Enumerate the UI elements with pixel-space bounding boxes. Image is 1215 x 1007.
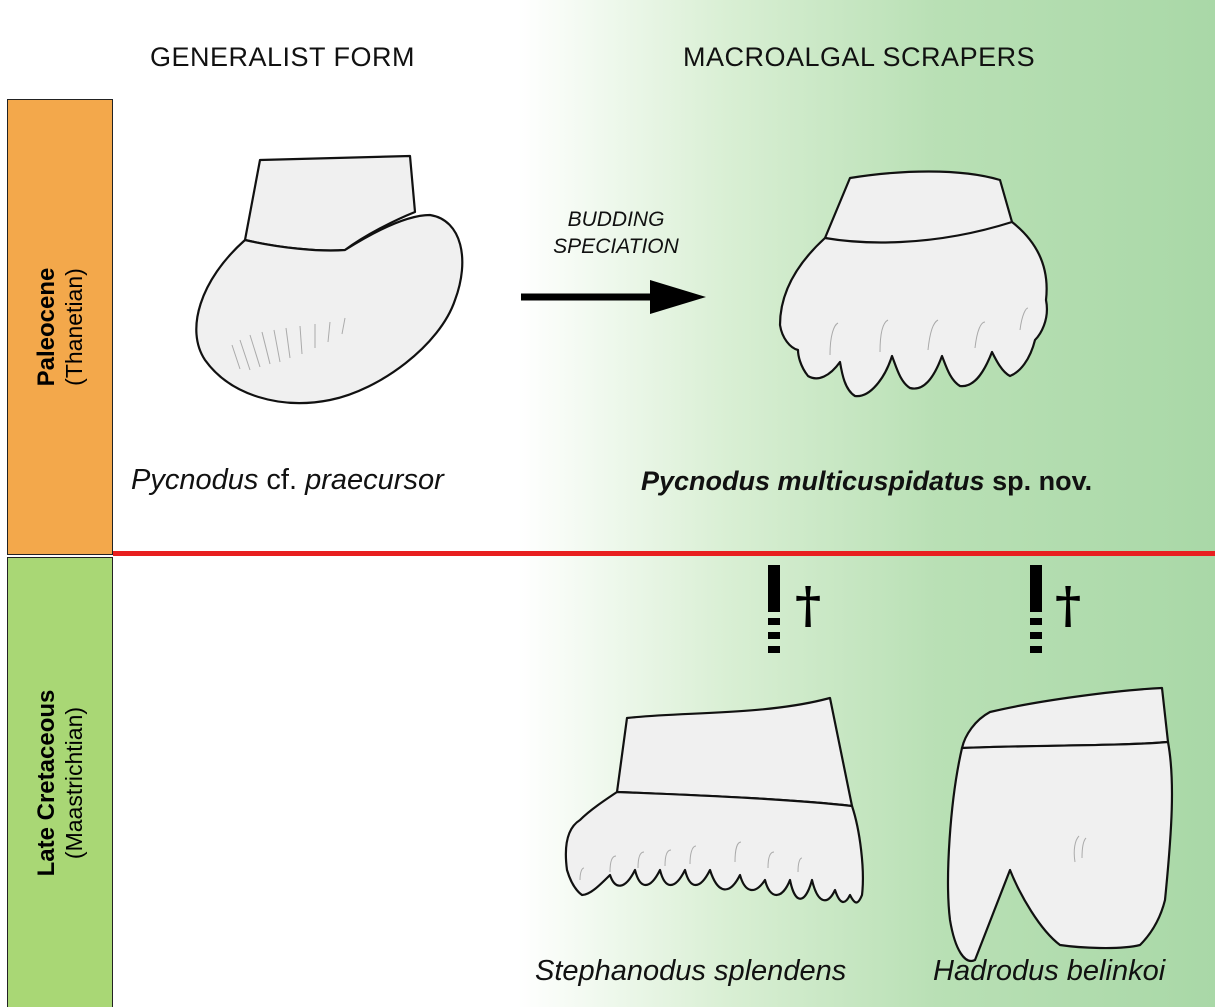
hadrodus-label: Hadrodus belinkoi bbox=[933, 955, 1165, 988]
speciation-arrow bbox=[521, 280, 706, 314]
multicuspidatus-name: Pycnodus multicuspidatus bbox=[641, 466, 985, 496]
stephanodus-dagger: † bbox=[795, 575, 821, 634]
hadrodus-tooth bbox=[948, 688, 1172, 961]
praecursor-genus: Pycnodus bbox=[131, 464, 258, 496]
multicuspidatus-suffix: sp. nov. bbox=[992, 466, 1092, 496]
stephanodus-label: Stephanodus splendens bbox=[535, 955, 846, 988]
stephanodus-tooth bbox=[566, 698, 863, 903]
praecursor-tooth bbox=[196, 156, 462, 403]
hadrodus-range-bar bbox=[1030, 565, 1042, 653]
praecursor-label: Pycnodus cf. praecursor bbox=[131, 464, 444, 497]
hadrodus-dagger: † bbox=[1055, 575, 1081, 634]
multicuspidatus-tooth bbox=[780, 172, 1047, 397]
praecursor-epithet: praecursor bbox=[305, 464, 444, 496]
multicuspidatus-label: Pycnodus multicuspidatus sp. nov. bbox=[641, 466, 1092, 497]
praecursor-qualifier: cf. bbox=[266, 464, 297, 496]
stephanodus-range-bar bbox=[768, 565, 780, 653]
